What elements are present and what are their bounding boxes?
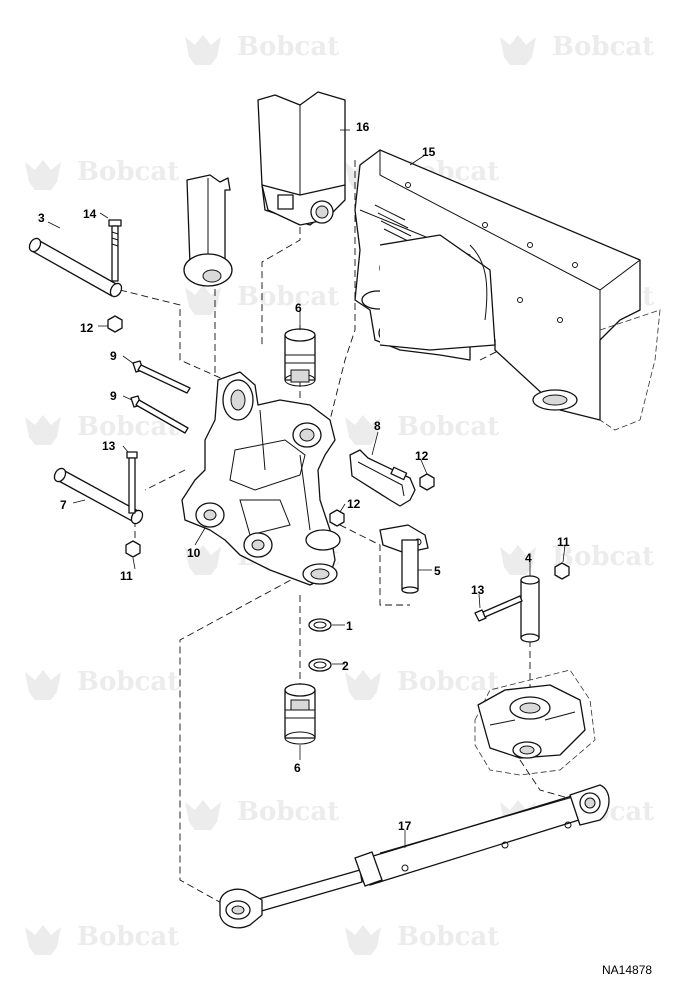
- callout-13-left: 13: [102, 439, 116, 453]
- bobcat-logo-icon: [185, 285, 221, 315]
- bobcat-logo-icon: [25, 160, 61, 190]
- bobcat-logo-icon: [345, 670, 381, 700]
- swing-bracket-part-10: [181, 371, 341, 586]
- watermark-text: Bobcat: [397, 667, 499, 697]
- bushing-part-6-upper: [284, 328, 316, 387]
- watermark-text: Bobcat: [237, 32, 339, 62]
- pivot-pin-part-3: [28, 237, 123, 298]
- callout-2: 2: [342, 659, 349, 673]
- callout-3: 3: [38, 211, 45, 225]
- callout-1: 1: [346, 619, 353, 633]
- callout-12-c: 12: [347, 497, 361, 511]
- shim-part-1: [308, 618, 332, 632]
- callout-11-left: 11: [120, 569, 133, 583]
- callout-9-lower: 9: [110, 389, 117, 403]
- bobcat-watermark-15: Bobcat: [345, 922, 499, 955]
- watermark-text: Bobcat: [77, 922, 179, 952]
- bobcat-logo-icon: [25, 925, 61, 955]
- callout-15: 15: [422, 145, 436, 159]
- callout-10: 10: [187, 546, 201, 560]
- bolt-part-14: [108, 219, 122, 282]
- bobcat-watermark-9: Bobcat: [500, 542, 654, 575]
- retainer-part-8: [349, 449, 416, 507]
- boom-part-16: [257, 91, 346, 226]
- watermark-text: Bobcat: [237, 282, 339, 312]
- watermark-text: Bobcat: [397, 922, 499, 952]
- bobcat-logo-icon: [185, 35, 221, 65]
- cylinder-rod-end: [183, 174, 233, 287]
- watermark-text: Bobcat: [397, 412, 499, 442]
- watermark-text: Bobcat: [552, 32, 654, 62]
- callouts: 3 14 12 9 9 13 7 11 10 16 15 6 8 12 12 5…: [38, 120, 570, 833]
- bobcat-logo-icon: [500, 35, 536, 65]
- bobcat-watermark-11: Bobcat: [345, 667, 499, 700]
- diagram-code: NA14878: [602, 963, 652, 977]
- bolt-part-9-upper: [132, 360, 191, 394]
- callout-4: 4: [525, 551, 532, 565]
- bobcat-logo-icon: [345, 925, 381, 955]
- hydraulic-cylinder-part-17: [219, 784, 610, 929]
- bobcat-logo-icon: [345, 415, 381, 445]
- nut-part-12-b: [419, 473, 435, 491]
- main-frame-part-15: [354, 149, 661, 431]
- bobcat-watermark-7: Bobcat: [345, 412, 499, 445]
- callout-14: 14: [83, 207, 97, 221]
- callout-12-b: 12: [415, 449, 429, 463]
- pivot-pin-part-7: [53, 467, 144, 525]
- watermark-text: Bobcat: [77, 157, 179, 187]
- bobcat-logo-icon: [185, 800, 221, 830]
- nut-part-11-a: [125, 540, 141, 558]
- pin-part-4: [520, 575, 540, 643]
- watermark-text: Bobcat: [77, 667, 179, 697]
- bolt-part-9-lower: [130, 395, 189, 434]
- bolt-part-13-right: [474, 595, 523, 622]
- bobcat-watermark-2: Bobcat: [25, 157, 179, 190]
- callout-11-right: 11: [557, 535, 570, 549]
- callout-12-a: 12: [80, 321, 94, 335]
- bobcat-watermark-1: Bobcat: [500, 32, 654, 65]
- bobcat-watermark-12: Bobcat: [185, 797, 339, 830]
- bobcat-logo-icon: [25, 670, 61, 700]
- bobcat-logo-icon: [25, 415, 61, 445]
- callout-8: 8: [374, 419, 381, 433]
- callout-13-right: 13: [471, 583, 485, 597]
- bobcat-logo-icon: [500, 545, 536, 575]
- leader-lines: [47, 129, 566, 848]
- watermark-text: Bobcat: [237, 797, 339, 827]
- nut-part-12-a: [107, 315, 123, 333]
- callout-9-upper: 9: [110, 349, 117, 363]
- bobcat-watermark-10: Bobcat: [25, 667, 179, 700]
- callout-17: 17: [398, 819, 412, 833]
- callout-5: 5: [434, 564, 441, 578]
- nut-part-12-c: [329, 509, 345, 527]
- bushing-part-6-lower: [284, 683, 316, 745]
- callout-7: 7: [60, 498, 67, 512]
- bobcat-logo-icon: [185, 545, 221, 575]
- callout-16: 16: [356, 120, 370, 134]
- seal-part-2: [308, 658, 332, 672]
- callout-6-lower: 6: [294, 761, 301, 775]
- callout-6-upper: 6: [295, 301, 302, 315]
- bolt-part-13-left: [126, 451, 138, 514]
- pin-part-5: [379, 524, 429, 594]
- nut-part-11-b: [554, 562, 570, 580]
- bobcat-watermark-4: Bobcat: [185, 282, 339, 315]
- lower-mount-bracket: [474, 669, 596, 776]
- bobcat-watermark-14: Bobcat: [25, 922, 179, 955]
- bobcat-watermark-0: Bobcat: [185, 32, 339, 65]
